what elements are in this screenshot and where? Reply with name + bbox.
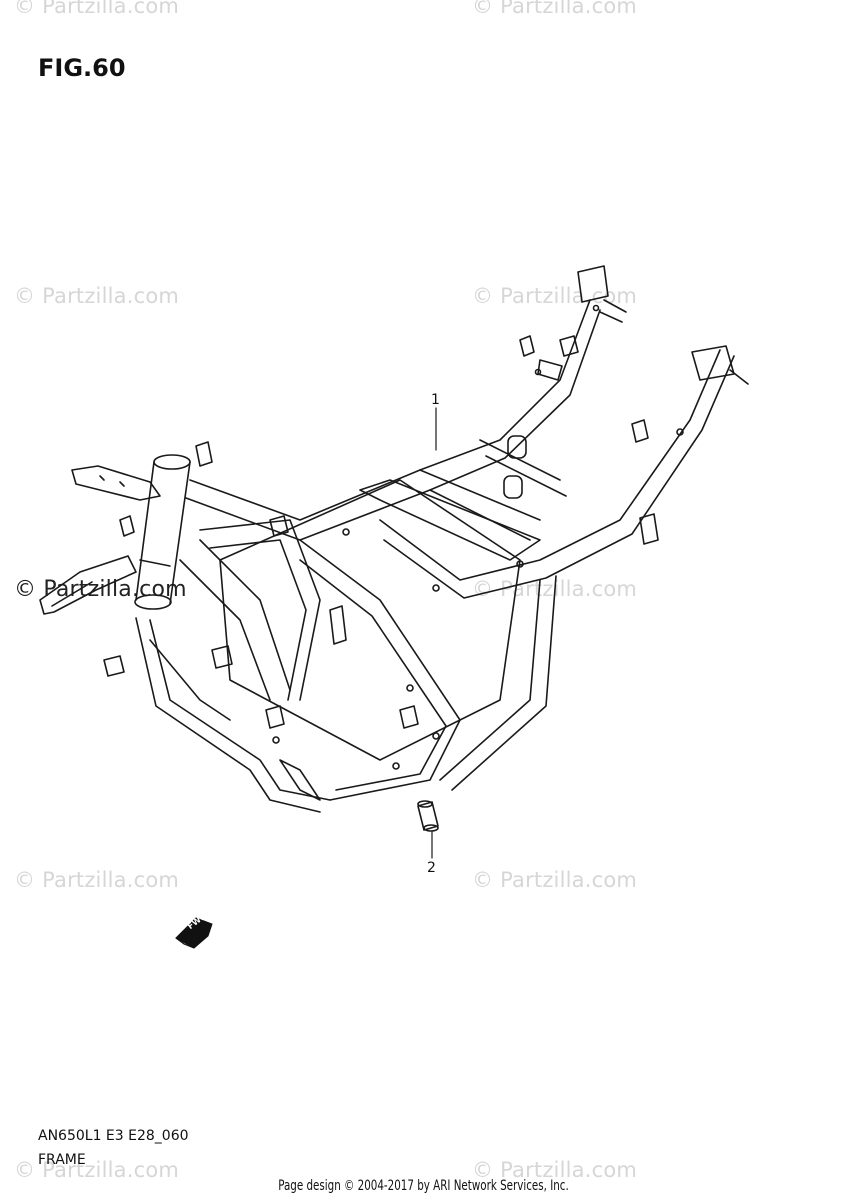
right-upper-rail	[379, 345, 749, 599]
leader-lines	[431, 407, 437, 859]
rear-crossmember	[359, 435, 567, 561]
engine-mount-panel	[219, 479, 521, 761]
front-lower-plate	[39, 555, 137, 615]
watermark-mid-right: © Partzilla.com	[472, 284, 638, 308]
front-down-tubes	[149, 519, 321, 721]
figure-code: AN650L1 E3 E28_060	[38, 1128, 189, 1144]
bolt-holes	[272, 304, 684, 770]
front-bracket	[71, 465, 161, 501]
watermark-bottom-right: © Partzilla.com	[472, 1158, 638, 1182]
watermark-top-right: © Partzilla.com	[472, 0, 638, 18]
watermark-mid-left: © Partzilla.com	[14, 284, 180, 308]
watermark-lower-right: © Partzilla.com	[472, 868, 638, 892]
callout-1: 1	[431, 392, 440, 408]
figure-title: FIG.60	[38, 54, 126, 82]
watermark-lower-left: © Partzilla.com	[14, 868, 180, 892]
bushing-part-2	[417, 800, 439, 832]
fwd-arrow-icon	[175, 917, 213, 949]
left-upper-rail	[185, 265, 627, 541]
head-pipe	[134, 454, 191, 610]
footer-credit: Page design © 2004-2017 by ARI Network S…	[278, 1178, 569, 1194]
callout-2: 2	[427, 860, 436, 876]
right-lower-cradle	[299, 539, 557, 801]
watermark-bottom-left: © Partzilla.com	[14, 1158, 180, 1182]
mounting-tabs	[103, 335, 659, 801]
figure-name: FRAME	[38, 1152, 86, 1168]
watermark-top-left: © Partzilla.com	[14, 0, 180, 18]
